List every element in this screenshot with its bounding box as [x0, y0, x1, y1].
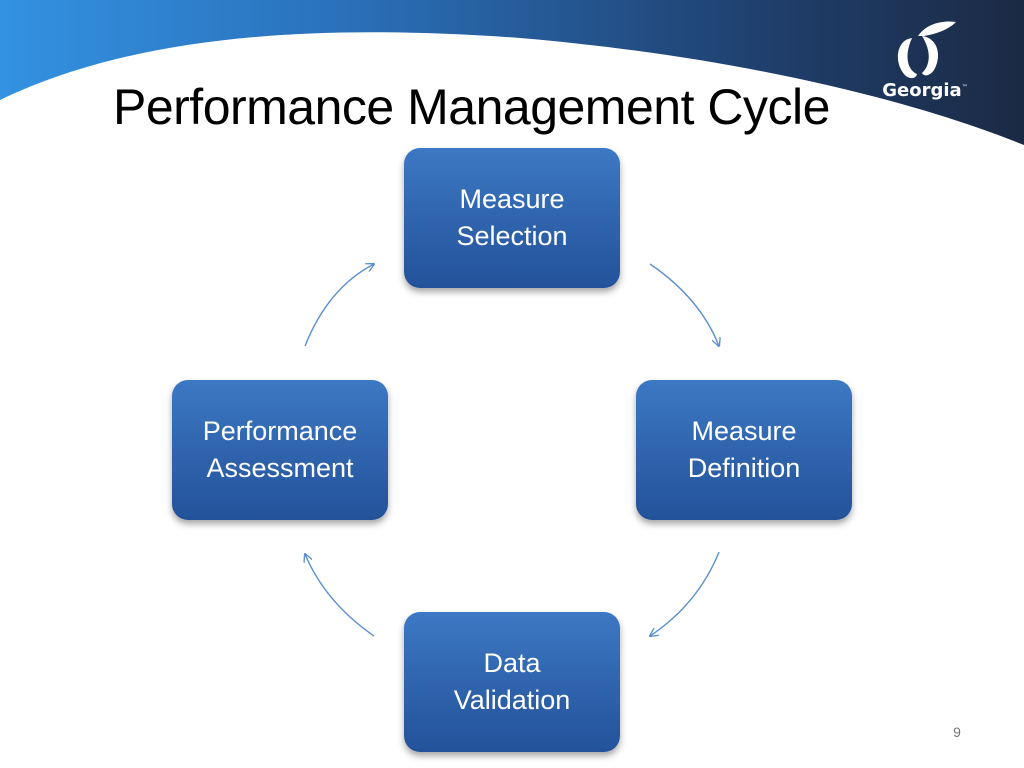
header-banner [0, 0, 1024, 145]
arrow-definition-to-validation [650, 551, 720, 636]
arrow-validation-to-assessment [305, 554, 375, 637]
logo-text: Georgia™ [882, 80, 968, 101]
slide-title: Performance Management Cycle [113, 79, 830, 135]
arrow-assessment-to-selection [304, 264, 374, 347]
page-number: 9 [953, 724, 961, 740]
georgia-peach-logo-icon [897, 21, 956, 79]
arrow-selection-to-definition [649, 263, 719, 346]
